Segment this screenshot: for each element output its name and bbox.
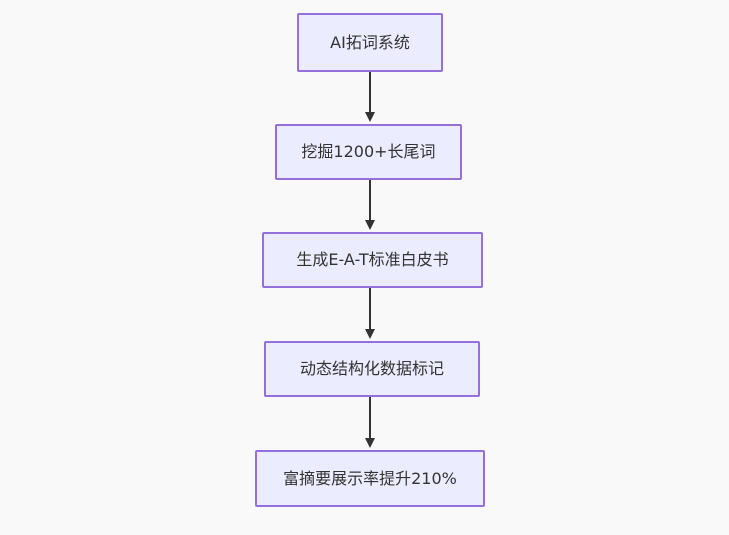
flow-node-eat-whitepaper: 生成E-A-T标准白皮书 <box>262 232 483 288</box>
flow-node-longtail-keywords-label: 挖掘1200+长尾词 <box>301 142 436 162</box>
arrowhead-icon <box>365 220 375 230</box>
flow-node-structured-data: 动态结构化数据标记 <box>264 341 480 397</box>
flow-node-rich-snippet-result: 富摘要展示率提升210% <box>255 450 485 507</box>
arrow-line <box>369 72 371 114</box>
flow-node-eat-whitepaper-label: 生成E-A-T标准白皮书 <box>296 250 449 270</box>
arrowhead-icon <box>365 112 375 122</box>
arrow-line <box>369 397 371 440</box>
arrow-down-icon <box>364 397 376 448</box>
arrow-line <box>369 288 371 331</box>
arrow-line <box>369 180 371 222</box>
flow-node-rich-snippet-result-label: 富摘要展示率提升210% <box>283 468 457 488</box>
flow-node-ai-system-label: AI拓词系统 <box>330 32 410 52</box>
arrow-down-icon <box>364 72 376 122</box>
flow-node-longtail-keywords: 挖掘1200+长尾词 <box>275 124 462 180</box>
arrow-down-icon <box>364 288 376 339</box>
flow-node-structured-data-label: 动态结构化数据标记 <box>299 359 444 379</box>
flow-node-ai-system: AI拓词系统 <box>297 13 443 72</box>
arrow-down-icon <box>364 180 376 230</box>
arrowhead-icon <box>365 329 375 339</box>
arrowhead-icon <box>365 438 375 448</box>
